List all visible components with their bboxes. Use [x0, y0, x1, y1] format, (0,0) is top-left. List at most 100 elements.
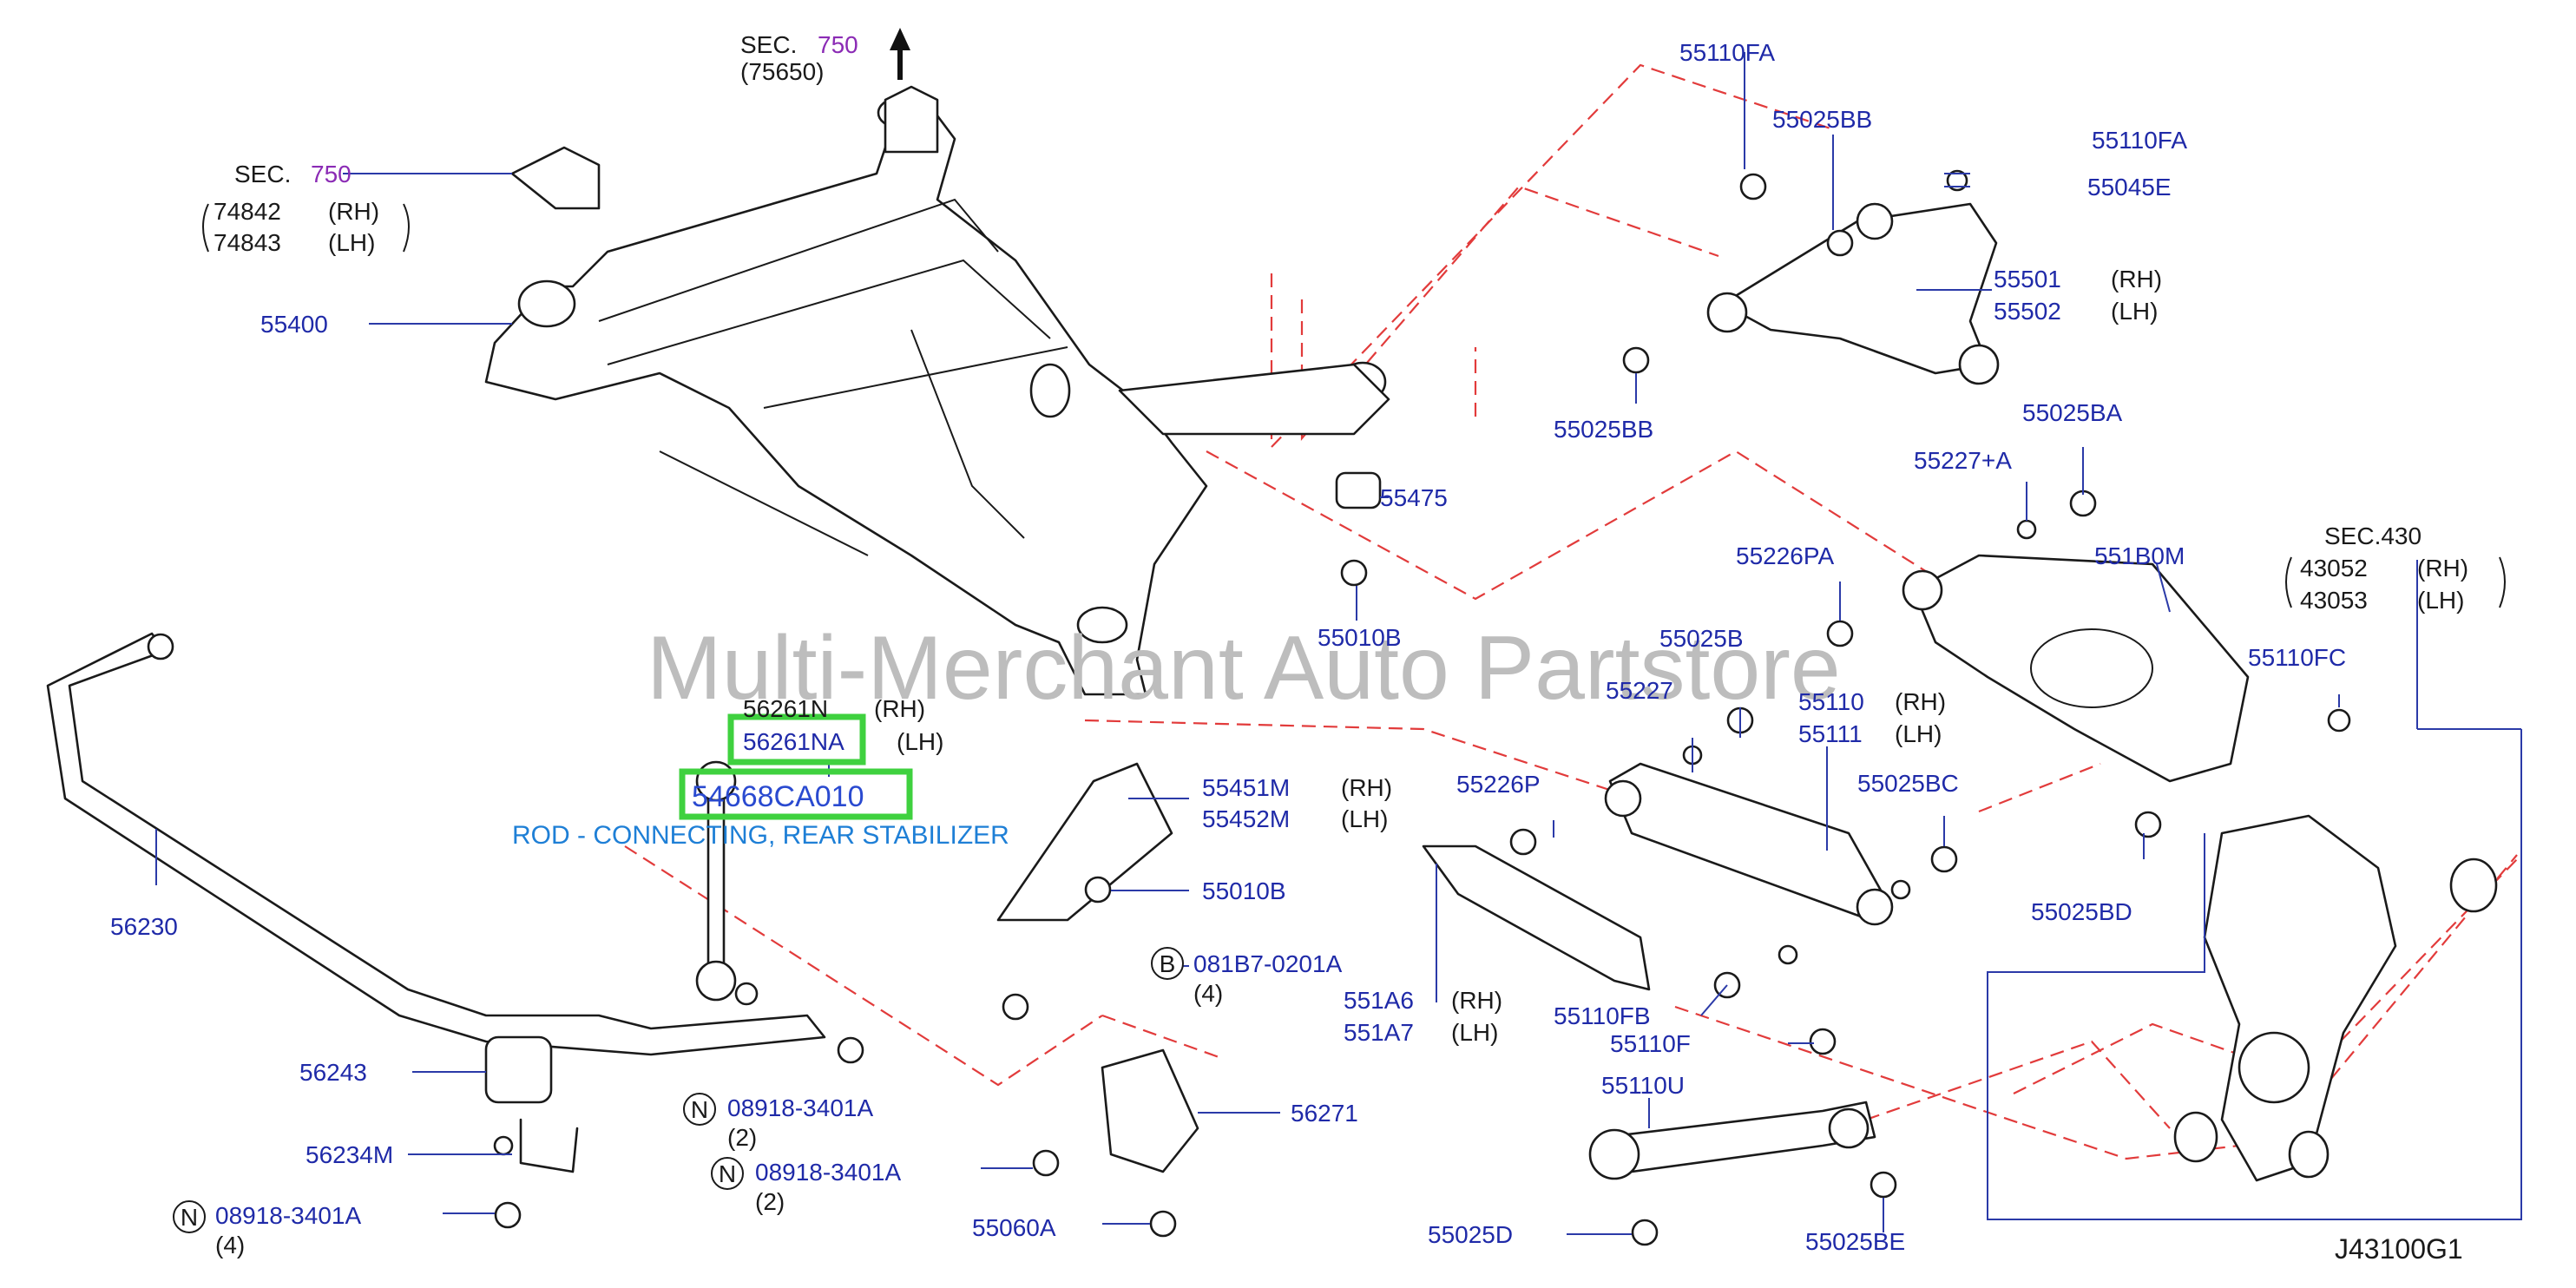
- right-sec-bracket: [2285, 556, 2292, 608]
- part-56261N: 56261N: [743, 695, 828, 722]
- part-55025BB-top[interactable]: 55025BB: [1772, 106, 1872, 133]
- leader-lines: [155, 52, 2521, 1235]
- sec-left-number[interactable]: 750: [311, 161, 352, 187]
- left-sec-bracket-close: [403, 203, 410, 253]
- part-55025B[interactable]: 55025B: [1659, 625, 1744, 652]
- part-55110FA-right[interactable]: 55110FA: [2092, 127, 2187, 154]
- part-551A6-side: (RH): [1451, 987, 1502, 1014]
- bracket-56271: [1101, 1048, 1199, 1173]
- upper-arm-55501: [1706, 202, 2000, 385]
- highlight-description: ROD - CONNECTING, REAR STABILIZER: [512, 821, 1009, 850]
- part-55475[interactable]: 55475: [1380, 484, 1448, 511]
- part-08918-3401A-left[interactable]: 08918-3401A: [215, 1202, 361, 1229]
- part-55025BD[interactable]: 55025BD: [2031, 898, 2132, 925]
- part-55451M[interactable]: 55451M: [1202, 774, 1290, 801]
- part-56271[interactable]: 56271: [1291, 1100, 1358, 1127]
- part-55025BC[interactable]: 55025BC: [1857, 770, 1959, 797]
- part-55502-side: (LH): [2111, 298, 2158, 325]
- part-55025BB-lower[interactable]: 55025BB: [1554, 416, 1653, 443]
- svg-text:B: B: [1160, 950, 1176, 977]
- part-55451M-side: (RH): [1341, 774, 1392, 801]
- qty-mid2: (2): [755, 1188, 785, 1215]
- circle-n-icon-3: N: [711, 1157, 744, 1190]
- part-551A6[interactable]: 551A6: [1344, 987, 1414, 1014]
- part-55010B-lower[interactable]: 55010B: [1202, 877, 1286, 904]
- sec-left-a-side: (RH): [328, 198, 379, 225]
- qty-081B7: (4): [1193, 980, 1223, 1007]
- sec-left-b: 74843: [214, 229, 281, 256]
- part-55226P[interactable]: 55226P: [1456, 771, 1541, 798]
- part-55025D[interactable]: 55025D: [1428, 1221, 1513, 1248]
- part-55110FC[interactable]: 55110FC: [2248, 644, 2346, 671]
- part-55025BA[interactable]: 55025BA: [2022, 399, 2123, 426]
- circle-n-icon-2: N: [683, 1093, 716, 1126]
- part-08918-3401A-mid2[interactable]: 08918-3401A: [755, 1159, 901, 1186]
- fasteners: [493, 169, 2351, 1246]
- part-55045E[interactable]: 55045E: [2087, 174, 2172, 200]
- part-55111[interactable]: 55111: [1798, 720, 1863, 747]
- circle-b-icon: B: [1151, 947, 1184, 980]
- part-55110-side: (RH): [1895, 688, 1946, 715]
- sec-top-sub: (75650): [740, 58, 825, 85]
- part-55060A[interactable]: 55060A: [972, 1214, 1056, 1241]
- part-55110FA-top[interactable]: 55110FA: [1679, 39, 1775, 66]
- sec-right-label: SEC.430: [2324, 522, 2422, 549]
- up-arrow-icon: [890, 28, 910, 80]
- bumper-75650: [884, 85, 939, 154]
- svg-text:N: N: [719, 1160, 736, 1187]
- diagram-id: J43100G1: [2335, 1233, 2463, 1265]
- stabilizer-bar-56230: [46, 632, 826, 1056]
- part-55452M[interactable]: 55452M: [1202, 805, 1290, 832]
- part-56261N-side: (RH): [874, 695, 925, 722]
- sec-left-b-side: (LH): [328, 229, 375, 256]
- bushing-56243: [484, 1035, 553, 1104]
- part-55400[interactable]: 55400: [260, 311, 328, 338]
- assembly-dashed-lines: [624, 63, 2518, 1160]
- sec-top-number[interactable]: 750: [818, 31, 858, 58]
- mount-74842: [510, 146, 601, 210]
- circle-n-icon-1: N: [173, 1200, 206, 1233]
- highlight-part-54668CA010[interactable]: 54668CA010: [692, 780, 864, 813]
- sec-right-a-side: (RH): [2417, 555, 2468, 582]
- part-56230[interactable]: 56230: [110, 913, 178, 940]
- qty-mid1: (2): [727, 1124, 757, 1151]
- left-sec-bracket: [202, 203, 209, 253]
- highlight-part-56261NA-side: (LH): [897, 728, 943, 755]
- bracket-56234M: [519, 1118, 579, 1173]
- sec-left-a: 74842: [214, 198, 281, 225]
- part-55025BE[interactable]: 55025BE: [1805, 1228, 1905, 1255]
- link-551A6: [1422, 844, 1651, 991]
- sec-top-label: SEC.: [740, 31, 797, 58]
- watermark: Multi-Merchant Auto Partstore: [647, 618, 1841, 719]
- sec-left-label: SEC.: [234, 161, 291, 187]
- part-56234M[interactable]: 56234M: [306, 1141, 393, 1168]
- part-55501-side: (RH): [2111, 266, 2162, 292]
- part-551B0M[interactable]: 551B0M: [2094, 542, 2185, 569]
- part-55110F[interactable]: 55110F: [1610, 1030, 1691, 1057]
- knuckle-group-box: [1987, 729, 2522, 1220]
- highlight-box-54668CA010: [679, 768, 913, 820]
- knuckle-43052: [2173, 814, 2498, 1182]
- part-551A7[interactable]: 551A7: [1344, 1019, 1414, 1046]
- part-55227[interactable]: 55227: [1606, 677, 1673, 704]
- part-55110U[interactable]: 55110U: [1601, 1072, 1685, 1099]
- sec-right-b-side: (LH): [2417, 587, 2464, 614]
- part-55010B-upper[interactable]: 55010B: [1318, 624, 1402, 651]
- rear-subframe: [484, 95, 1390, 696]
- part-55502[interactable]: 55502: [1994, 298, 2061, 325]
- bracket-55451M: [996, 762, 1173, 922]
- part-55227A[interactable]: 55227+A: [1914, 447, 2012, 474]
- highlight-part-56261NA[interactable]: 56261NA: [743, 728, 844, 755]
- part-55110FB[interactable]: 55110FB: [1554, 1002, 1651, 1029]
- part-55110[interactable]: 55110: [1798, 688, 1864, 715]
- part-56243[interactable]: 56243: [299, 1059, 367, 1086]
- part-55226PA[interactable]: 55226PA: [1736, 542, 1834, 569]
- part-081B7-0201A[interactable]: 081B7-0201A: [1193, 950, 1343, 977]
- sec-right-b: 43053: [2300, 587, 2368, 614]
- part-08918-3401A-mid1[interactable]: 08918-3401A: [727, 1094, 873, 1121]
- right-sec-bracket-close: [2499, 556, 2506, 608]
- part-55501[interactable]: 55501: [1994, 266, 2061, 292]
- qty-left: (4): [215, 1232, 245, 1258]
- lateral-link-55110: [1604, 762, 1894, 926]
